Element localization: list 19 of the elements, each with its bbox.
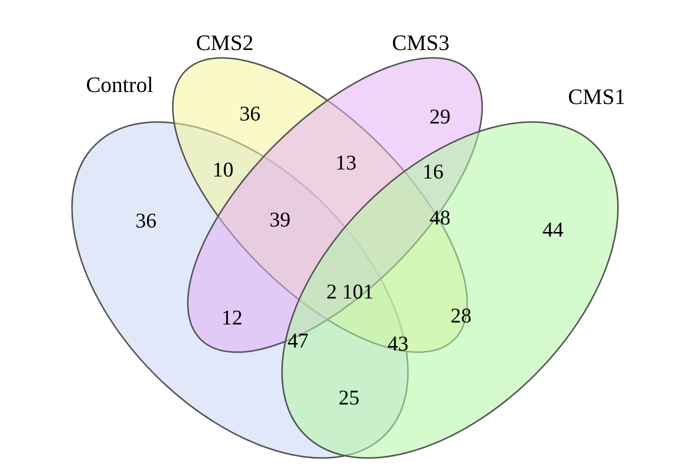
region-count: 2 101 (326, 282, 374, 302)
region-count: 13 (336, 152, 356, 174)
set-name: CMS3 (392, 32, 450, 54)
set-name: Control (86, 74, 154, 96)
region-count: 44 (542, 220, 564, 240)
region-count: 10 (212, 160, 234, 180)
region-count: 12 (222, 308, 242, 328)
region-count: 25 (338, 388, 360, 408)
set-name: CMS1 (568, 86, 626, 108)
region-count: 36 (136, 210, 156, 232)
region-count: 39 (270, 210, 290, 230)
region-count: 16 (422, 162, 444, 182)
region-count: 43 (388, 334, 408, 354)
region-count: 28 (450, 306, 472, 326)
region-count: 48 (430, 208, 450, 228)
set-name: CMS2 (196, 32, 254, 54)
region-count: 36 (240, 104, 260, 124)
region-count: 29 (430, 106, 450, 128)
region-count: 47 (288, 330, 308, 352)
